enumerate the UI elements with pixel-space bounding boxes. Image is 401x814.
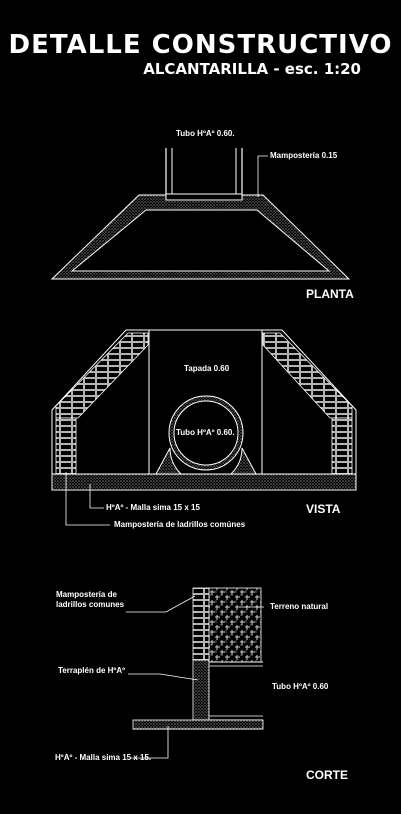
planta-masonry-label: Mampostería 0.15 [270,151,338,160]
corte-masonry-label-line1: Mampostería de [56,590,117,599]
corte-drawing [126,587,264,759]
corte-natural-soil [208,587,262,663]
vista-left-column-bricks [55,417,77,475]
corte-tube-label: Tubo HºAº 0.60 [272,682,329,691]
planta-section-label: PLANTA [306,287,354,301]
vista-tube-inner [173,400,239,466]
vista-tube-label: Tubo HºAº 0.60. [176,428,235,437]
vista-section-label: VISTA [306,502,341,516]
planta-inner-area [70,209,331,272]
corte-embankment [192,659,210,721]
vista-right-column-bricks [331,417,353,475]
corte-section-label: CORTE [306,768,348,782]
planta-drawing [50,148,351,280]
page-title: DETALLE CONSTRUCTIVO [8,30,393,60]
vista-left-wing-bricks [55,332,149,419]
vista-cover-label: Tapada 0.60 [184,364,230,373]
page-subtitle: ALCANTARILLA - esc. 1:20 [143,60,361,78]
vista-masonry-label: Mampostería de ladrillos comúnes [114,520,246,529]
vista-base-slab [51,473,357,491]
corte-brick-wall [192,587,210,661]
corte-base-slab [132,719,264,730]
vista-drawing [51,329,357,526]
corte-masonry-label-line2: ladrillos comunes [56,600,125,609]
vista-right-wing-bricks [262,332,353,419]
planta-tube-end [165,193,243,201]
corte-mesh-label: HºAº - Malla sima 15 x 15. [55,753,152,762]
vista-mesh-label: HºAº - Malla sima 15 x 15 [106,503,200,512]
planta-tube-label: Tubo HºAº 0.60. [176,129,235,138]
corte-soil-label: Terreno natural [270,602,329,611]
corte-embankment-label: Terraplén de HºAº [58,666,126,675]
